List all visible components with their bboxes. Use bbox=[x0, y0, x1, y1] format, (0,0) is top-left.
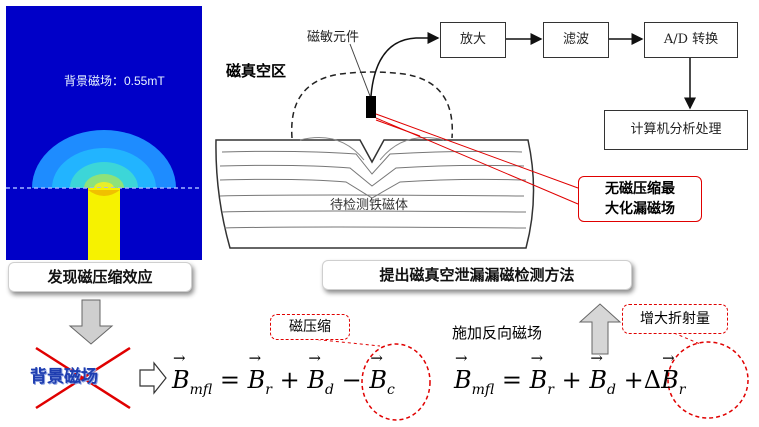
field-contour-plot bbox=[6, 130, 202, 260]
filter-box: 滤波 bbox=[543, 22, 609, 58]
iron-body bbox=[215, 139, 535, 249]
right-arrow-icon bbox=[139, 361, 167, 395]
vacuum-zone-label: 磁真空区 bbox=[226, 62, 287, 80]
ad-convert-box: A/D 转换 bbox=[644, 22, 738, 58]
caption-discovery: 发现磁压缩效应 bbox=[8, 262, 192, 292]
formula-with-compression: Bmfl = Br + Bd − Bc bbox=[172, 349, 395, 398]
reverse-field-label: 施加反向磁场 bbox=[452, 324, 543, 342]
max-leakage-note: 无磁压缩最 大化漏磁场 bbox=[578, 176, 702, 222]
sensor-label: 磁敏元件 bbox=[307, 30, 360, 45]
computer-analysis-box: 计算机分析处理 bbox=[604, 110, 748, 150]
amplify-box: 放大 bbox=[440, 22, 506, 58]
vacuum-region-boundary bbox=[291, 71, 453, 139]
caption-method: 提出磁真空泄漏漏磁检测方法 bbox=[322, 260, 632, 290]
background-field-label: 背景磁场 bbox=[30, 367, 98, 387]
formula-with-reverse-field: Bmfl = Br + Bd +ΔBr bbox=[454, 349, 685, 398]
simulation-panel: 背景磁场：0.55mT bbox=[6, 6, 202, 260]
sensor-element bbox=[366, 96, 376, 118]
compression-label: 磁压缩 bbox=[270, 314, 350, 340]
up-arrow-icon bbox=[578, 303, 622, 355]
iron-body-label: 待检测铁磁体 bbox=[330, 198, 409, 213]
background-field-value: 背景磁场：0.55mT bbox=[64, 74, 165, 88]
increase-refraction-label: 增大折射量 bbox=[622, 304, 728, 334]
max-leakage-note-line2: 大化漏磁场 bbox=[605, 201, 675, 217]
down-arrow-icon bbox=[68, 299, 114, 345]
max-leakage-note-line1: 无磁压缩最 bbox=[605, 181, 675, 197]
